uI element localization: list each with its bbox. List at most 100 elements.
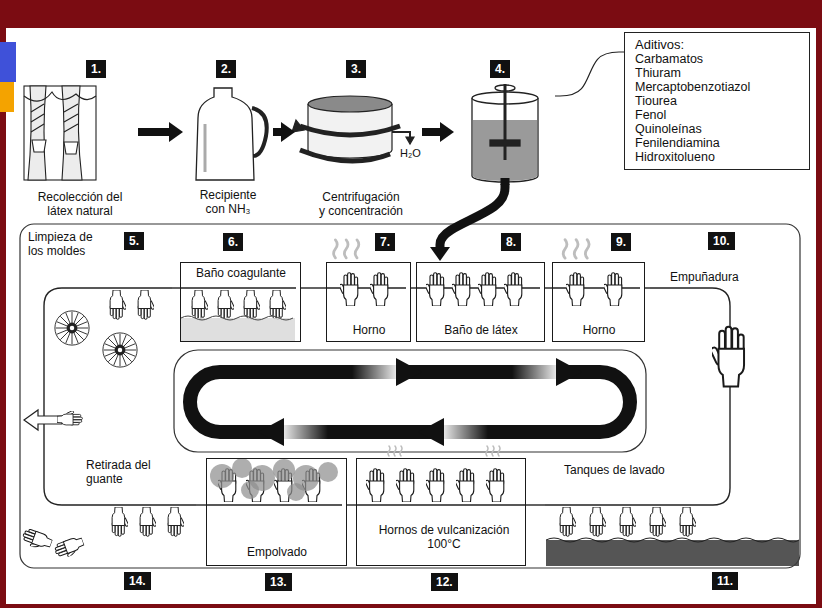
conveyor-rail [545, 458, 730, 505]
step-number: 8. [501, 233, 521, 251]
additives-box: Aditivos:CarbamatosThiuramMercaptobenzot… [624, 32, 810, 170]
step-number: 7. [375, 233, 395, 251]
glove-removal [140, 507, 157, 536]
oven-steam [334, 240, 359, 258]
glove-removal [20, 410, 185, 561]
conveyor-line [545, 287, 552, 288]
step-label: Recipiente con NH₃ [187, 188, 269, 216]
oven-steam [388, 446, 402, 456]
production-line-outline [20, 224, 800, 568]
conveyor-rail [44, 288, 172, 392]
loop-arrow [190, 358, 630, 446]
conveyor-line [196, 504, 206, 505]
additive-item: Hidroxitolueno [635, 150, 799, 164]
powder-station [318, 462, 338, 482]
step-label: Empolvado [211, 545, 343, 559]
glove-molds [425, 273, 444, 306]
conveyor-rail [206, 504, 526, 505]
mixing-tank [472, 84, 538, 185]
line-station: 8.Baño de látex [416, 262, 545, 342]
step-number: 6. [223, 233, 243, 251]
glove-molds [110, 290, 155, 319]
vulcanization-molds [365, 469, 504, 502]
glove-molds [369, 273, 388, 306]
ammonia-jug [196, 88, 254, 180]
washing-tank [650, 507, 667, 536]
glove-molds [477, 273, 496, 306]
additive-item: Fenol [635, 108, 799, 122]
glove-molds [138, 290, 155, 319]
slide-accent [0, 82, 14, 112]
conveyor-line [172, 287, 180, 288]
vulcanization-molds [395, 469, 414, 502]
conveyor-line [645, 287, 650, 288]
powder-station [210, 458, 338, 501]
powder-station [287, 483, 305, 501]
glove-removal [20, 528, 53, 554]
step-label: Empuñadura [668, 270, 741, 284]
rubber-tree-illustration [24, 86, 96, 180]
conveyor-line [301, 287, 326, 288]
powder-station [210, 464, 234, 488]
glove-molds [710, 327, 744, 387]
centrifuge [406, 137, 414, 144]
ammonia-jug [196, 88, 267, 180]
powder-station [241, 481, 259, 499]
mixing-tank [501, 178, 510, 185]
step-label: Horno [331, 323, 407, 337]
glove-molds [503, 273, 522, 306]
oven-steam [334, 240, 589, 456]
glove-removal [168, 507, 185, 536]
conveyor-rail [44, 288, 730, 505]
coagulant-bath [270, 290, 287, 319]
vulcanization-molds [365, 469, 384, 502]
step-label: Centrifugación y concentración [316, 190, 406, 218]
cleaning-brushes [55, 311, 137, 367]
conveyor-rail [44, 412, 196, 505]
vulcanization-molds [425, 469, 444, 502]
washing-tank [546, 540, 799, 566]
step-label: Hornos de vulcanización 100°C [367, 523, 521, 551]
vulcanization-molds [455, 469, 474, 502]
line-station: 12.Hornos de vulcanización 100°C [356, 458, 526, 566]
loop-arrow [284, 424, 328, 440]
coagulant-bath [181, 316, 293, 320]
step-number: 11. [712, 572, 738, 590]
loop-arrow [352, 364, 396, 380]
washing-tank [680, 507, 697, 536]
step-number: 13. [265, 573, 292, 591]
step-number: 9. [611, 233, 631, 251]
line-station: 6.Baño coagulante [180, 262, 301, 342]
glove-molds [451, 273, 470, 306]
line-station: 13.Empolvado [206, 458, 347, 566]
coagulant-bath [192, 290, 209, 319]
coagulant-bath [181, 318, 295, 341]
additive-item: Carbamatos [635, 52, 799, 66]
cleaning-brushes [103, 333, 137, 367]
line-station: 9.Horno [552, 262, 645, 342]
powder-station [232, 458, 252, 478]
latex-hose [440, 184, 505, 247]
production-line-outline [20, 224, 800, 568]
oven-steam [486, 446, 500, 456]
glove-molds [603, 273, 622, 306]
conveyor-line [729, 410, 730, 458]
ammonia-jug [204, 124, 207, 172]
mixing-tank [490, 140, 520, 146]
step-number: 5. [124, 232, 144, 250]
rubber-tree-illustration [62, 86, 82, 180]
coagulant-bath [181, 290, 295, 341]
loop-arrow [512, 364, 556, 380]
rubber-tree-illustration [24, 86, 96, 180]
centrifuge [308, 96, 392, 112]
step-number: 2. [216, 60, 236, 78]
glove-removal [53, 535, 86, 561]
step-number: 1. [86, 60, 106, 78]
additive-item: Tiourea [635, 94, 799, 108]
glove-removal [57, 410, 82, 424]
rubber-tree-illustration [32, 140, 46, 152]
centrifuge [292, 120, 304, 132]
oven-steam [563, 240, 589, 258]
washing-tank [546, 538, 799, 542]
